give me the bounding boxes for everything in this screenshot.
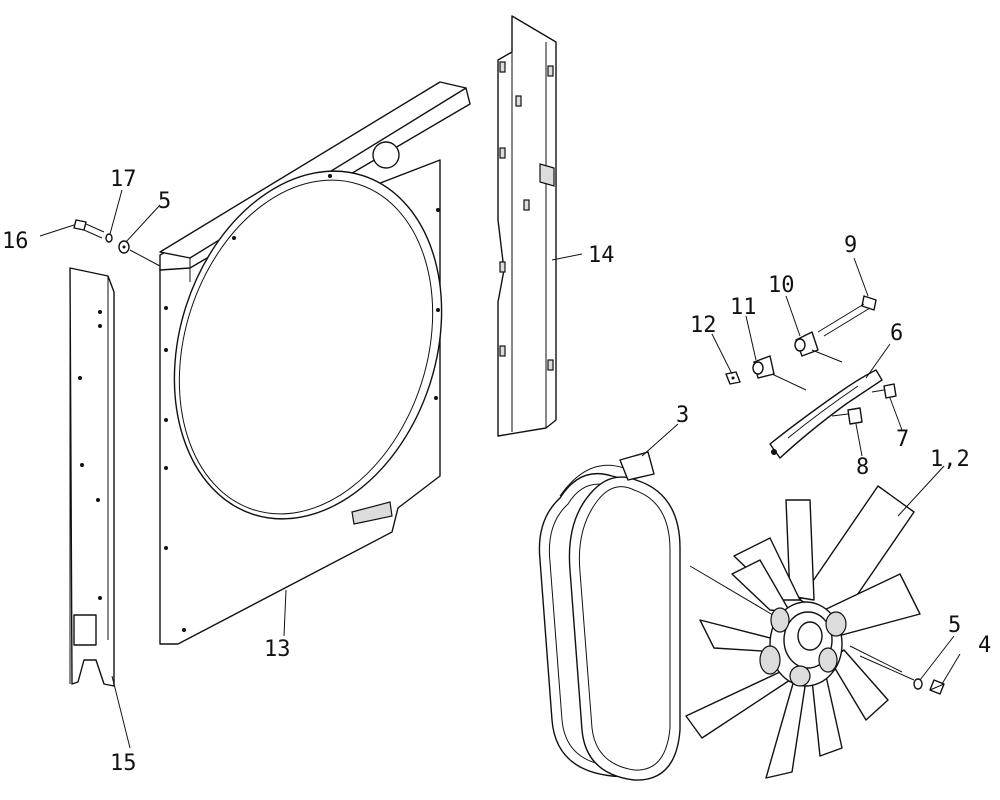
drive-belt-3: [538, 451, 681, 781]
callout-labels: 16 17 5 15 13 14 9 10 11 12 6 7 8 3 1,2 …: [2, 167, 991, 776]
callout-3: 3: [676, 403, 689, 428]
fan-shroud-13: [159, 81, 471, 645]
callout-11: 11: [730, 295, 757, 320]
callout-7: 7: [896, 427, 909, 452]
callout-15: 15: [110, 751, 137, 776]
side-panel-15: [69, 267, 115, 687]
leader-lines: [39, 189, 961, 749]
callout-17: 17: [110, 167, 137, 192]
callout-12: 12: [690, 313, 717, 338]
fastener-group-16-17-5: [73, 219, 161, 267]
callout-4: 4: [978, 633, 991, 658]
callout-9: 9: [844, 233, 857, 258]
callout-10: 10: [768, 273, 795, 298]
callout-5-lower: 5: [948, 613, 961, 638]
callout-16: 16: [2, 229, 29, 254]
cooling-fan-1-2: [685, 485, 921, 779]
callout-8: 8: [856, 455, 869, 480]
callout-1-2: 1,2: [930, 447, 970, 472]
callout-6: 6: [890, 321, 903, 346]
callout-5-upper: 5: [158, 189, 171, 214]
callout-13: 13: [264, 637, 291, 662]
idler-bracket-assembly: [725, 295, 897, 459]
side-bracket-14: [497, 15, 557, 437]
callout-14: 14: [588, 243, 615, 268]
fastener-group-5-4: [859, 655, 945, 695]
